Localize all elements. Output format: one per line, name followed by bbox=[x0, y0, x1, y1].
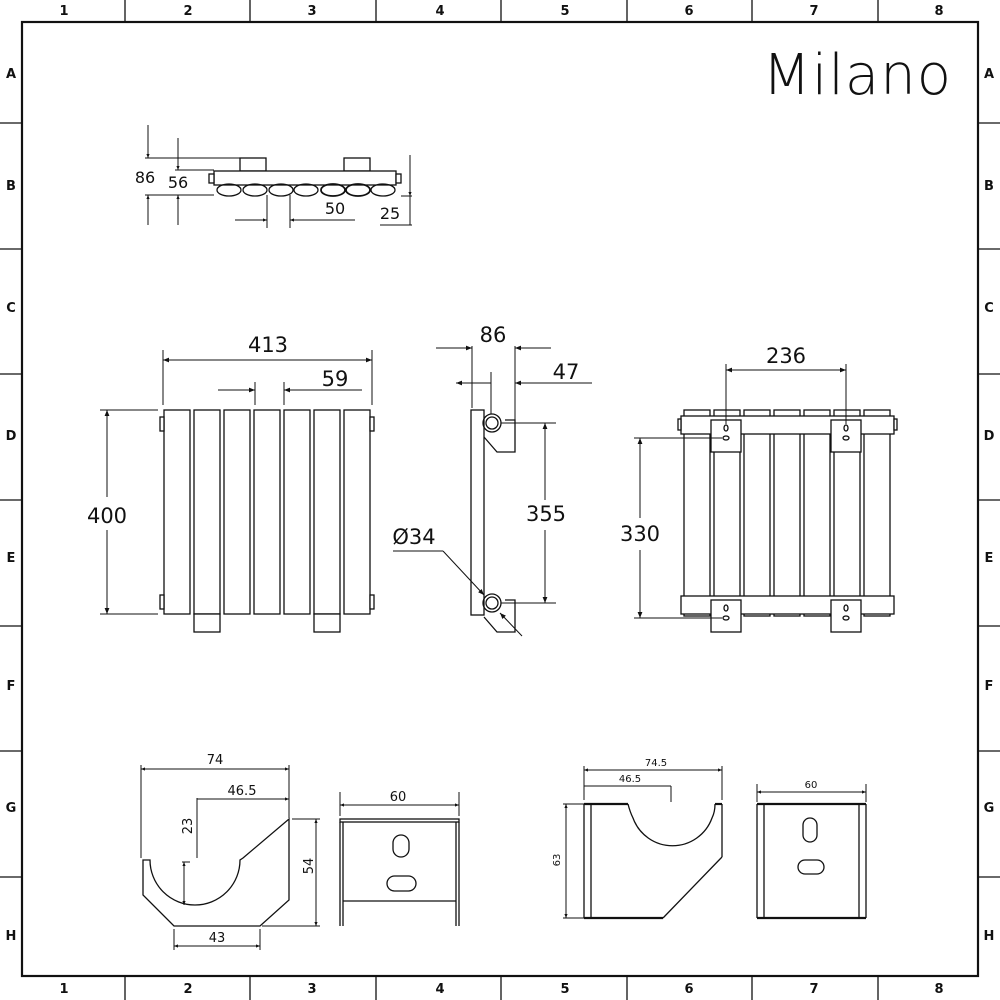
dim-side-depth: 86 bbox=[480, 323, 507, 347]
grid-row-label: B bbox=[984, 179, 994, 194]
grid-col-label: 4 bbox=[435, 4, 444, 19]
dim-plan-wall-offset: 25 bbox=[380, 204, 400, 223]
dim-bracket-a-cradle-offset: 46.5 bbox=[228, 784, 257, 799]
dim-bracket-b-front-width: 60 bbox=[805, 780, 818, 791]
grid-row-label: G bbox=[6, 801, 17, 816]
grid-col-label: 2 bbox=[183, 4, 192, 19]
dim-bracket-a-cradle-depth: 23 bbox=[181, 818, 196, 835]
grid-col-label: 5 bbox=[560, 4, 569, 19]
dim-rear-bracket-spacing: 236 bbox=[766, 344, 806, 368]
dim-plan-overall-depth: 86 bbox=[135, 168, 155, 187]
grid-col-label: 6 bbox=[684, 982, 693, 997]
grid-row-label: H bbox=[984, 929, 995, 944]
grid-col-label: 3 bbox=[307, 982, 316, 997]
front-view: 413 59 400 bbox=[87, 333, 375, 633]
dim-plan-column-pitch: 50 bbox=[325, 199, 345, 218]
rear-view: 236 330 bbox=[620, 344, 898, 633]
grid-row-label: G bbox=[984, 801, 995, 816]
grid-row-label: C bbox=[6, 301, 16, 316]
dim-side-pipe-diameter: Ø34 bbox=[392, 525, 435, 549]
grid-row-label: B bbox=[6, 179, 16, 194]
dim-plan-body-depth: 56 bbox=[168, 173, 188, 192]
dim-bracket-a-height: 54 bbox=[302, 858, 317, 875]
bracket-b-front-view: 60 bbox=[756, 780, 867, 920]
bracket-a-side-view: 74 46.5 23 54 43 bbox=[140, 753, 320, 950]
dim-front-column-spacing: 59 bbox=[322, 367, 349, 391]
dim-bracket-a-front-width: 60 bbox=[390, 790, 407, 805]
dim-side-pipe-offset: 47 bbox=[553, 360, 580, 384]
grid-col-label: 8 bbox=[934, 4, 943, 19]
dim-rear-bracket-centres: 330 bbox=[620, 522, 660, 546]
grid-row-label: D bbox=[984, 429, 995, 444]
dim-bracket-b-height: 63 bbox=[552, 854, 563, 867]
grid-row-label: F bbox=[985, 679, 994, 694]
grid-row-label: F bbox=[7, 679, 16, 694]
grid-col-label: 6 bbox=[684, 4, 693, 19]
dim-bracket-b-width: 74.5 bbox=[645, 758, 667, 769]
plan-view: 86 56 50 25 bbox=[135, 125, 412, 228]
grid-col-label: 8 bbox=[934, 982, 943, 997]
grid-row-label: H bbox=[6, 929, 17, 944]
grid-row-label: C bbox=[984, 301, 994, 316]
grid-row-label: D bbox=[6, 429, 17, 444]
grid-col-label: 4 bbox=[435, 982, 444, 997]
brand-logo: Milano bbox=[762, 43, 952, 108]
grid-col-label: 1 bbox=[59, 4, 68, 19]
grid-row-label: E bbox=[985, 551, 994, 566]
grid-col-label: 1 bbox=[59, 982, 68, 997]
grid-col-label: 2 bbox=[183, 982, 192, 997]
dim-bracket-a-base-width: 43 bbox=[209, 931, 226, 946]
dim-bracket-b-cradle-offset: 46.5 bbox=[619, 774, 641, 785]
grid-col-label: 5 bbox=[560, 982, 569, 997]
grid-col-label: 7 bbox=[809, 982, 818, 997]
grid-row-label: A bbox=[984, 67, 994, 82]
grid-col-label: 7 bbox=[809, 4, 818, 19]
grid-row-label: E bbox=[7, 551, 16, 566]
dim-front-height: 400 bbox=[87, 504, 127, 528]
bracket-b-side-view: 74.5 46.5 63 bbox=[552, 758, 723, 920]
bracket-a-front-view: 60 bbox=[339, 790, 460, 926]
dim-bracket-a-width: 74 bbox=[207, 753, 224, 768]
side-view: 86 47 355 Ø34 bbox=[392, 323, 592, 637]
grid-col-label: 3 bbox=[307, 4, 316, 19]
dim-front-width: 413 bbox=[248, 333, 288, 357]
grid-row-label: A bbox=[6, 67, 16, 82]
dim-side-pipe-centres: 355 bbox=[526, 502, 566, 526]
